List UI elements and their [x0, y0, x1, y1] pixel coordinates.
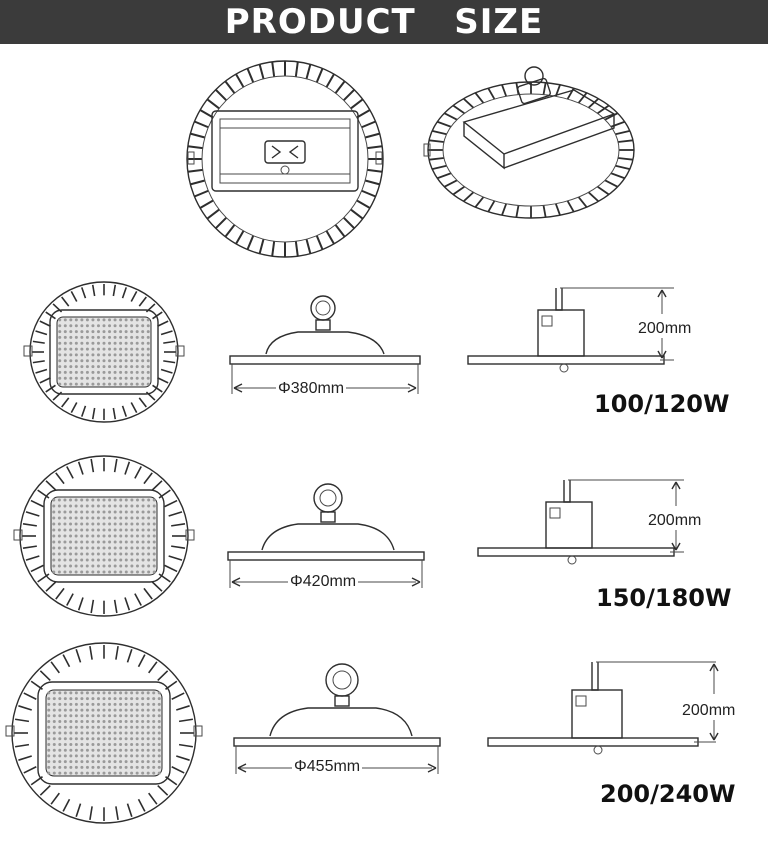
variant-1-power-label: 100/120W: [594, 390, 730, 418]
variant-3-diameter-label: Φ455mm: [292, 758, 363, 776]
variant-2-bottom-view: [13, 455, 195, 617]
variant-1-diameter-label: Φ380mm: [276, 380, 347, 398]
top-view-drawing: [186, 60, 384, 258]
variant-2-side-view: [227, 483, 425, 588]
variant-2-power-label: 150/180W: [596, 584, 732, 612]
page-title: PRODUCT SIZE: [224, 2, 544, 42]
variant-1-height-label: 200mm: [636, 320, 694, 338]
variant-2-diameter-label: Φ420mm: [288, 573, 359, 591]
variant-1-bottom-view: [23, 281, 185, 423]
variant-3-side-view: [233, 663, 441, 774]
variant-3-height-label: 200mm: [680, 702, 738, 720]
variant-2-height-view: [477, 479, 684, 565]
header-banner: PRODUCT SIZE: [0, 0, 768, 44]
variant-3-power-label: 200/240W: [600, 780, 736, 808]
variant-2-height-label: 200mm: [646, 512, 704, 530]
variant-3-height-view: [487, 661, 719, 755]
variant-3-bottom-view: [5, 642, 203, 824]
perspective-view-drawing: [423, 66, 635, 219]
variant-1-side-view: [229, 295, 421, 394]
variant-1-height-view: [467, 287, 674, 373]
